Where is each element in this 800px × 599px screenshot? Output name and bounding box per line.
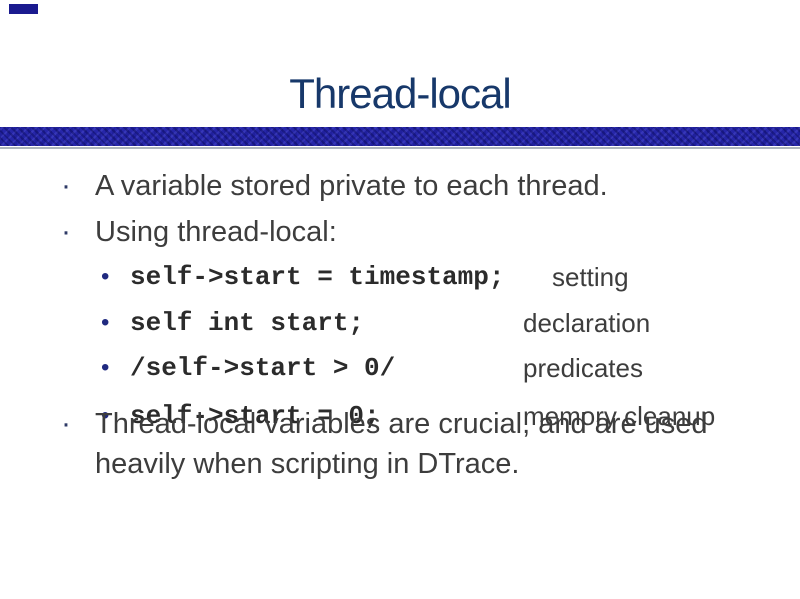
slide-title: Thread-local xyxy=(289,70,511,117)
sub-bullet-row: • self->start = 0; memory cleanup xyxy=(0,396,780,436)
code-text: /self->start > 0/ xyxy=(130,353,396,383)
code-label: setting xyxy=(552,262,629,292)
corner-mark xyxy=(9,4,38,14)
bullet-item-3: Thread-local variables are crucial, and … xyxy=(95,408,708,480)
accent-bar xyxy=(0,127,800,146)
sub-bullet-row: • self->start = timestamp; setting xyxy=(0,257,780,297)
code-label: declaration xyxy=(523,308,651,338)
code-label: memory cleanup xyxy=(523,401,716,431)
code-label: predicates xyxy=(523,353,643,383)
bullet-dot-icon: · xyxy=(61,169,71,202)
sub-bullet-dot-icon: • xyxy=(101,309,110,336)
sub-bullet-dot-icon: • xyxy=(101,354,110,381)
code-text: self int start; xyxy=(130,308,365,338)
bullet-dot-icon: · xyxy=(61,407,71,440)
bullet-item-2: Using thread-local: xyxy=(95,216,337,248)
code-text: self->start = 0; xyxy=(130,401,380,431)
sub-bullet-dot-icon: • xyxy=(101,263,110,290)
sub-bullet-row: • /self->start > 0/ predicates xyxy=(0,348,780,388)
code-text: self->start = timestamp; xyxy=(130,262,505,292)
sub-bullet-row: • self int start; declaration xyxy=(0,303,780,343)
bullet-dot-icon: · xyxy=(61,215,71,248)
bullet-item-1: A variable stored private to each thread… xyxy=(95,170,608,202)
accent-bar-underline xyxy=(0,147,800,149)
sub-bullet-dot-icon: • xyxy=(101,402,110,429)
